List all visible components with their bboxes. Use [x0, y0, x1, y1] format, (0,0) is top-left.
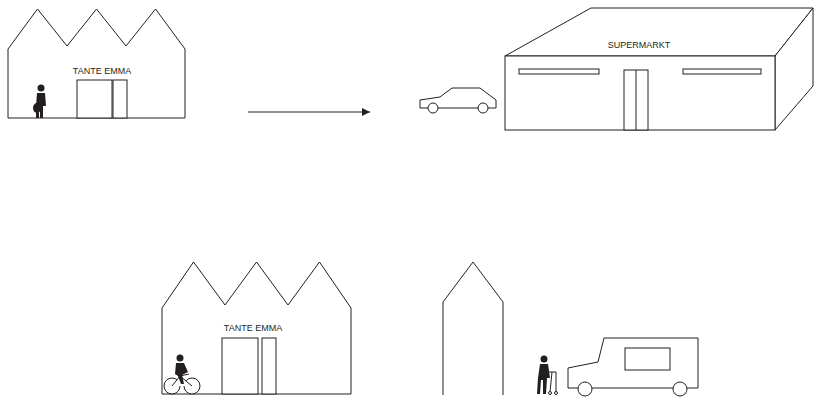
building-outline — [503, 6, 817, 134]
person-with-walker — [537, 356, 550, 395]
shop-sign: TANTE EMMA — [73, 67, 131, 76]
shop-sign: SUPERMARKT — [608, 41, 671, 50]
car — [420, 88, 496, 113]
corner-shop: TANTE EMMA — [160, 258, 354, 397]
supermarket: SUPERMARKT — [503, 6, 817, 134]
corner-shop: TANTE EMMA — [6, 4, 188, 122]
shop-sign: TANTE EMMA — [224, 324, 282, 333]
arrow — [248, 112, 370, 113]
walker — [549, 372, 558, 395]
building-outline — [6, 4, 188, 122]
van — [568, 338, 698, 396]
house — [443, 262, 503, 395]
